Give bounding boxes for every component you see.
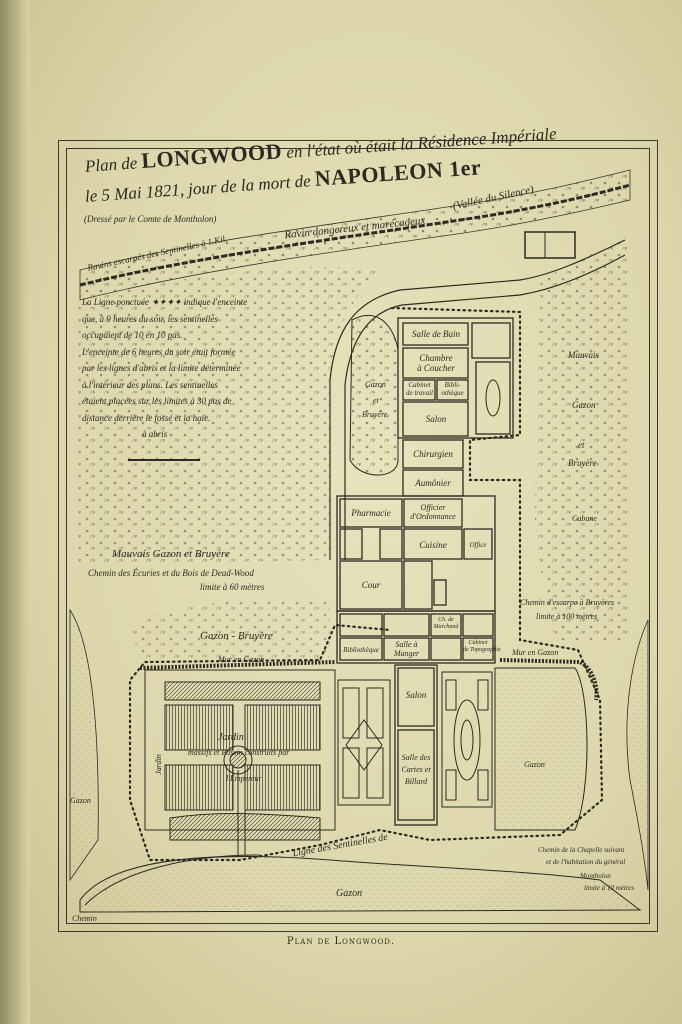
chemin-droite-limit: limite à 100 mètres bbox=[536, 612, 598, 621]
room-salle-bain: Salle de Bain bbox=[412, 329, 460, 339]
room-line: Chambre bbox=[419, 353, 453, 363]
ravine-band bbox=[79, 169, 631, 301]
room-line: othèque bbox=[441, 389, 464, 397]
left-strip bbox=[69, 608, 99, 882]
book-gutter bbox=[0, 0, 30, 1024]
room-line: de Topographie bbox=[463, 647, 501, 653]
parterre-right bbox=[441, 671, 493, 808]
room-line: Salle des bbox=[401, 753, 431, 762]
room-line: d'Ordonnance bbox=[410, 512, 456, 521]
left-terrain-label: Mauvais Gazon et Bruyère bbox=[112, 548, 230, 560]
right-strip bbox=[626, 619, 649, 891]
legend-line: distance derrière le fossé et la haie. bbox=[82, 412, 211, 423]
jardin-note: massifs et Bassin construits par bbox=[188, 748, 290, 757]
room-line: Salle à bbox=[395, 640, 418, 649]
main-garden bbox=[144, 669, 336, 855]
jardin-emperor: l'Empereur bbox=[226, 774, 262, 783]
legend-line: La Ligne ponctuée ✦✦✦✦ indique l'enceint… bbox=[82, 297, 248, 307]
chemin-bas-droite: et de l'habitation du général bbox=[546, 858, 626, 866]
room-cartes-billard: Salle des Cartes et Billard bbox=[398, 752, 434, 788]
room-bibliotheque-haut: Bibli- othèque bbox=[437, 381, 468, 397]
room-line: Billard bbox=[404, 777, 428, 786]
bottom-lawn bbox=[79, 855, 642, 913]
room-line: Bibli- bbox=[444, 381, 461, 389]
legend-line: occupaient de 10 en 10 pas. bbox=[82, 330, 183, 340]
right-terrain-word: et bbox=[578, 440, 585, 450]
room-line: Ch. de bbox=[438, 617, 454, 623]
chemin-droite-label: Chemin d'escarpe à Bruyères bbox=[520, 598, 615, 607]
room-line: à Coucher bbox=[417, 363, 455, 373]
right-terrain-word: Mauvais bbox=[568, 350, 599, 360]
sentinel-line bbox=[128, 306, 604, 862]
right-terrain-word: Bruyère bbox=[568, 458, 597, 468]
legend-line: L'enceinte de 6 heures du soir était for… bbox=[82, 346, 236, 357]
turf-wall bbox=[139, 658, 599, 701]
room-line: de travail bbox=[405, 389, 434, 397]
legend-notes: La Ligne ponctuée ✦✦✦✦ indique l'enceint… bbox=[82, 294, 287, 443]
room-line: Cabinet bbox=[468, 640, 488, 646]
jardin-title: Jardin bbox=[218, 732, 244, 743]
room-cabinet-travail: Cabinet de travail bbox=[403, 381, 436, 397]
main-building bbox=[336, 317, 514, 826]
gazon-right-garden: Gazon bbox=[524, 760, 545, 769]
room-line: Cartes et bbox=[401, 765, 431, 774]
legend-line: que, à 9 heures du soir, les sentinelles bbox=[82, 313, 218, 324]
cabane-label: Cabane bbox=[572, 514, 597, 523]
page-caption: Plan de Longwood. bbox=[286, 936, 396, 947]
legend-line: par les lignes d'abris et la limite déte… bbox=[82, 363, 241, 373]
room-pharmacie: Pharmacie bbox=[351, 508, 391, 518]
chemin-bas-droite: Chemin de la Chapelle suivant bbox=[538, 846, 625, 854]
chemin-bas-gauche: Chemin bbox=[72, 914, 97, 923]
right-terrain-word: Gazon bbox=[572, 400, 596, 410]
chemin-bas-droite: limite à 10 mètres bbox=[584, 884, 635, 892]
chemin-ecuries-limit: limite à 60 mètres bbox=[200, 582, 265, 592]
chemin-ecuries-label: Chemin des Écuries et du Bois de Dead-Wo… bbox=[88, 568, 254, 578]
room-chambre-coucher: Chambre à Coucher bbox=[405, 353, 467, 373]
room-chirurgien: Chirurgien bbox=[413, 449, 453, 459]
room-line: Manger bbox=[393, 649, 420, 658]
room-chambre-marchand: Ch. de Marchand bbox=[431, 617, 461, 631]
upper-garden-word: Bruyère bbox=[362, 410, 388, 419]
room-cabinet-topographie: Cabinet de Topographie bbox=[463, 640, 501, 654]
map-inner-frame bbox=[66, 148, 650, 924]
right-lawn bbox=[494, 667, 588, 831]
map-credit: (Dressé par le Comte de Montholon) bbox=[84, 214, 217, 224]
access-path bbox=[329, 239, 626, 560]
room-salle-manger: Salle à Manger bbox=[384, 640, 429, 658]
outbuilding bbox=[524, 231, 576, 259]
parterre-left bbox=[337, 679, 391, 806]
room-salon-haut: Salon bbox=[425, 414, 447, 424]
room-line: Officier bbox=[420, 503, 446, 512]
room-officier: Officier d'Ordonnance bbox=[404, 503, 462, 521]
mur-gazon-left: Mur en Gazon bbox=[218, 655, 265, 664]
chemin-bas-droite: Montholon bbox=[580, 872, 611, 880]
jardin-left-side: Jardin bbox=[153, 754, 163, 775]
left-scrub-area bbox=[78, 267, 380, 565]
upper-garden-word: et bbox=[373, 396, 379, 405]
mur-gazon-right: Mur en Gazon bbox=[512, 648, 559, 657]
room-office: Office bbox=[469, 541, 487, 549]
room-cuisine: Cuisine bbox=[419, 540, 447, 550]
gazon-left-side: Gazon bbox=[70, 796, 91, 805]
legend-line: à abris bbox=[142, 429, 168, 439]
room-bibliotheque: Bibliothèque bbox=[343, 646, 379, 654]
room-line: Cabinet bbox=[408, 381, 431, 389]
room-salon-bas: Salon bbox=[405, 690, 427, 700]
gazon-bruyere-band bbox=[130, 597, 330, 660]
map-outer-frame bbox=[58, 140, 658, 932]
room-line: Marchand bbox=[433, 624, 459, 630]
legend-line: à l'intérieur des plans. Les sentinelles bbox=[82, 379, 218, 390]
title-prefix: Plan de bbox=[84, 153, 143, 176]
room-aumonier: Aumônier bbox=[415, 478, 451, 488]
gazon-bruyere-lower: Gazon - Bruyère bbox=[200, 630, 273, 642]
right-scrub-area bbox=[535, 235, 630, 640]
legend-line: étaient placées sur les limites à 30 pas… bbox=[82, 396, 232, 406]
gazon-bottom: Gazon bbox=[336, 888, 363, 899]
room-cour: Cour bbox=[361, 580, 381, 590]
upper-garden-word: Gazon bbox=[365, 380, 386, 389]
